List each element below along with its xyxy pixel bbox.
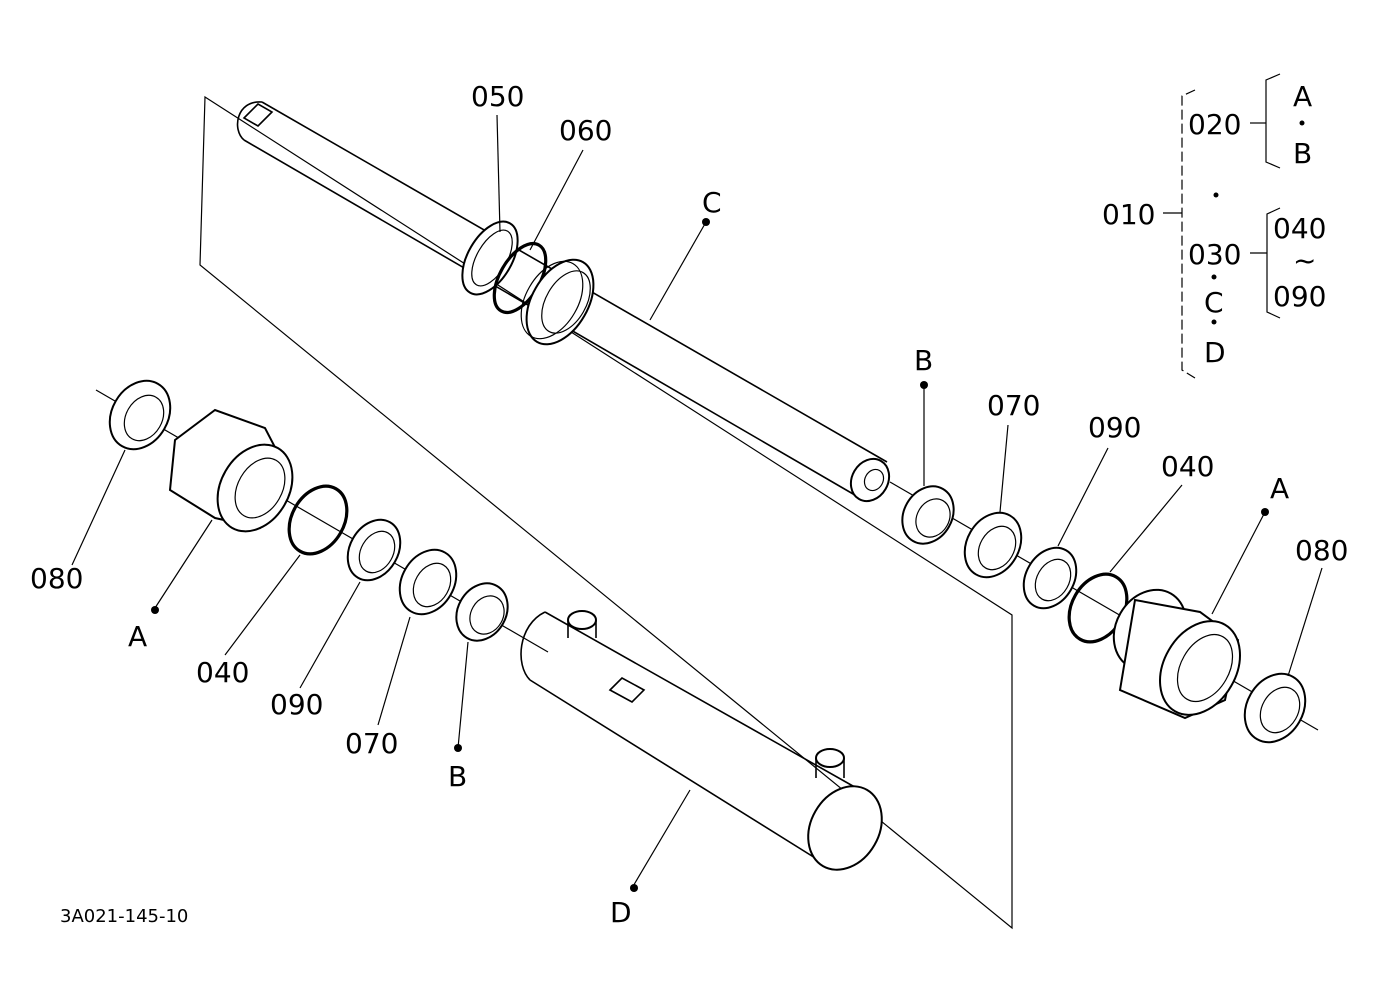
legend-020-a: A: [1293, 80, 1312, 113]
axis-line-right: [889, 481, 1319, 731]
legend-020-b: B: [1293, 137, 1312, 170]
legend-range-from: 040: [1273, 212, 1326, 245]
callout-040-left: 040: [196, 656, 249, 689]
piston: [520, 258, 595, 346]
assembly-tree-legend: 010 020 A B 030 040 ~ 090 C D: [1102, 73, 1326, 379]
bushing-right: [901, 485, 955, 545]
gland-left: [168, 408, 294, 533]
ring-090-left: [346, 518, 402, 582]
callout-040-right: 040: [1161, 450, 1214, 483]
ring-070-left: [398, 548, 458, 616]
legend-030: 030: [1188, 238, 1241, 271]
callout-070-left: 070: [345, 727, 398, 760]
cylinder-tube: [520, 610, 883, 871]
callout-b-left: B: [448, 760, 467, 793]
callout-060: 060: [559, 114, 612, 147]
callout-d: D: [610, 896, 632, 929]
callout-090-right: 090: [1088, 411, 1141, 444]
seal-080-left: [108, 379, 172, 451]
bushing-left: [455, 582, 509, 642]
callout-050: 050: [471, 80, 524, 113]
callout-070-right: 070: [987, 389, 1040, 422]
o-ring-040-left: [287, 484, 349, 556]
reference-dots: [151, 218, 1269, 892]
callout-b-right: B: [914, 344, 933, 377]
callout-c-top: C: [702, 186, 722, 219]
callout-a-left: A: [128, 620, 147, 653]
legend-010: 010: [1102, 198, 1155, 231]
legend-030-c: C: [1204, 286, 1224, 319]
legend-range-to: 090: [1273, 280, 1326, 313]
legend-range-sep: ~: [1293, 244, 1316, 277]
gland-right: [1112, 588, 1241, 720]
ring-050: [461, 220, 519, 296]
callout-080-right: 080: [1295, 534, 1348, 567]
callout-a-right: A: [1270, 472, 1289, 505]
ring-090-right: [1022, 546, 1078, 610]
legend-030-d: D: [1204, 336, 1226, 369]
drawing-number: 3A021-145-10: [60, 906, 188, 927]
ring-070-right: [963, 511, 1023, 579]
callout-080-left: 080: [30, 562, 83, 595]
assembly-frame: [199, 95, 1013, 930]
callout-090-left: 090: [270, 688, 323, 721]
seal-080-right: [1243, 672, 1307, 744]
leader-lines: [71, 114, 1323, 889]
legend-020: 020: [1188, 108, 1241, 141]
